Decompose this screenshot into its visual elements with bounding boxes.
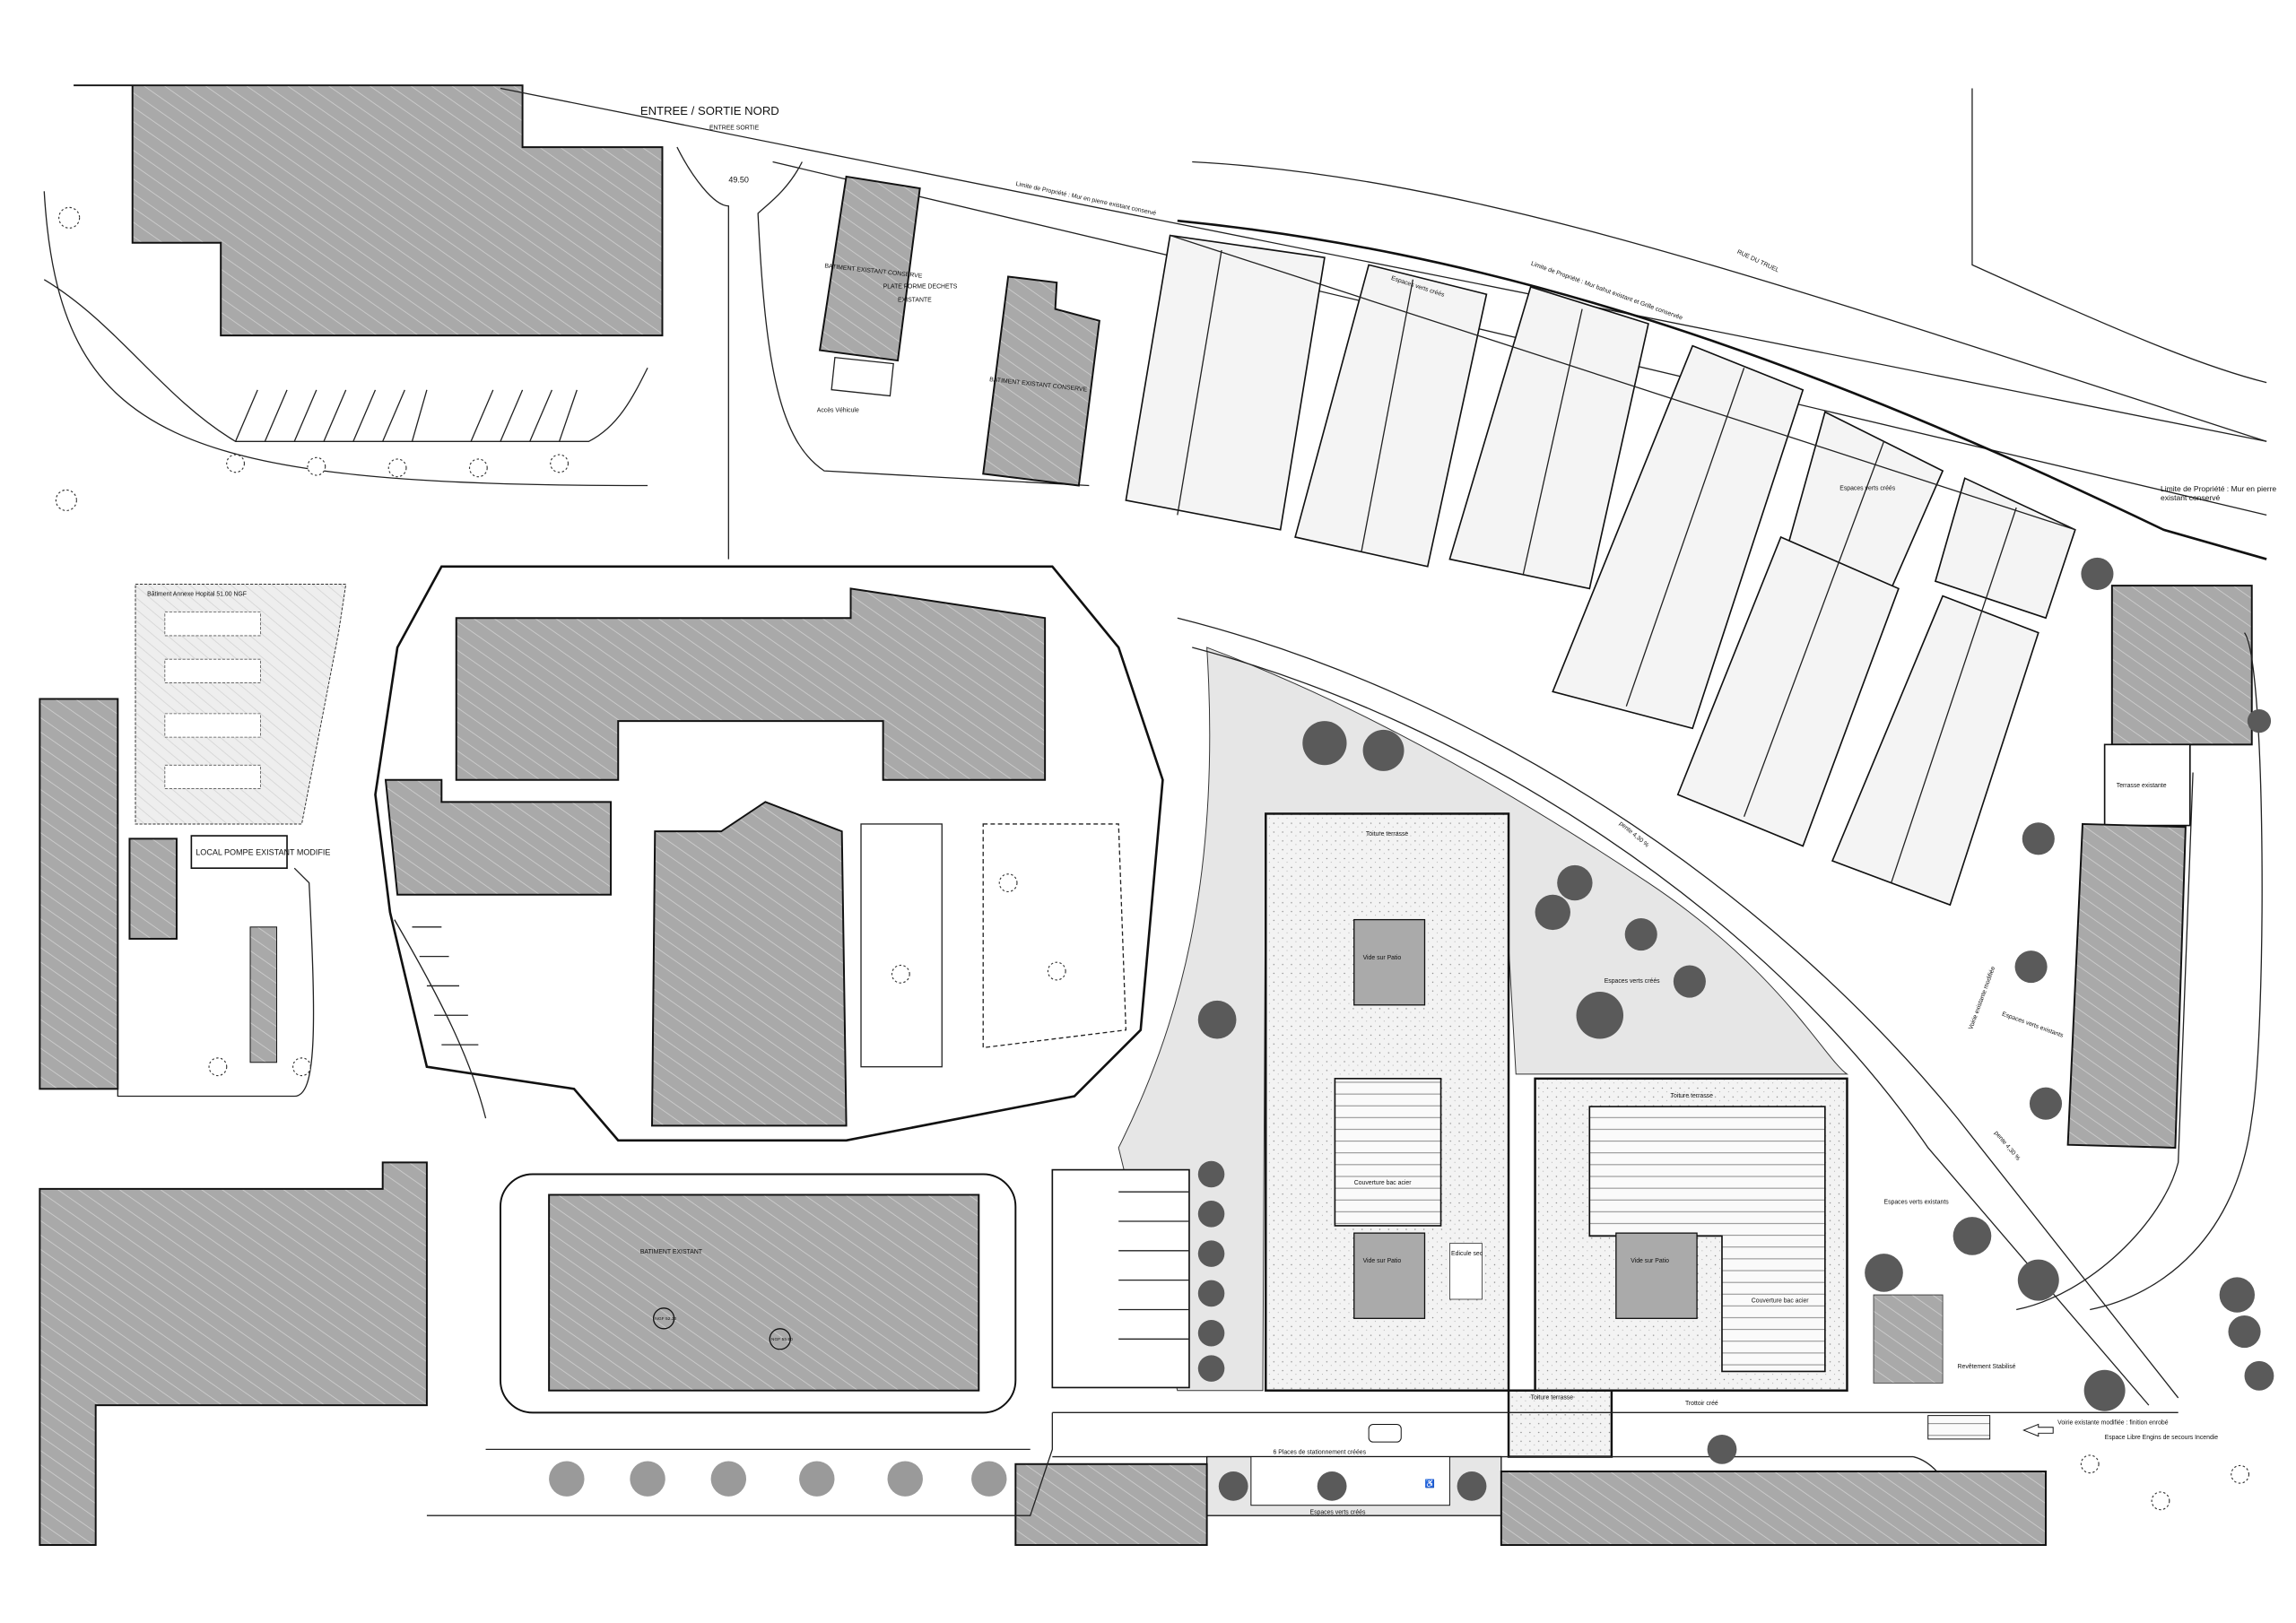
steel-roof-2: [1588, 1106, 1826, 1373]
label-road-modified-2: Voirie existante modifiée: [1968, 966, 1996, 1031]
row-house-3: [1448, 285, 1649, 590]
south-plaza-edge: [426, 1412, 1053, 1516]
label-waste-platform-2: EXISTANTE: [898, 297, 932, 303]
label-steel-roof-1: Couverture bac acier: [1354, 1180, 1413, 1186]
patio-void-3: [1615, 1232, 1698, 1319]
label-road-modified: Voirie existante modifiée : finition enr…: [2057, 1419, 2169, 1426]
label-stabilized: Revêtement Stabilisé: [1958, 1364, 2016, 1370]
parking-spaces: [1250, 1456, 1450, 1506]
existing-building-southwest: [39, 1161, 428, 1547]
label-patio-void-2: Vide sur Patio: [1363, 1258, 1402, 1264]
label-slope-2: pente 4,30 %: [1993, 1130, 2021, 1162]
row-houses: [1125, 234, 2076, 907]
svg-text:NGF 52.30: NGF 52.30: [655, 1316, 676, 1322]
bench: [1927, 1415, 1991, 1440]
label-property-limit-3: Limite de Propriété : Mur en pierre exis…: [2160, 485, 2277, 504]
label-entry-level: 49.50: [728, 175, 749, 184]
patio-void-1: [1353, 918, 1426, 1006]
label-roof-terrace-3: Toiture terrasse: [1531, 1395, 1574, 1402]
row-house-1: [1125, 234, 1326, 531]
ambulance: [1368, 1423, 1402, 1443]
existing-building-central-west: [384, 778, 613, 896]
patio-void-2: [1353, 1232, 1426, 1319]
existing-building-south-strip-2: [1500, 1470, 2047, 1547]
label-green-created-3: Espaces verts créés: [1605, 978, 1660, 985]
existing-building-south: [548, 1193, 980, 1392]
existing-building-west: [39, 698, 119, 1090]
existing-building-kept-1: [818, 175, 921, 362]
label-sidewalk: Trottoir créé: [1685, 1401, 1718, 1407]
green-space-created: [1118, 647, 1849, 1392]
existing-building-west-small: [128, 838, 178, 940]
courtyard-east: [860, 823, 943, 1068]
ngf-marker-2: NGF 55.90: [769, 1328, 793, 1350]
ramp: [249, 926, 278, 1063]
central-complex-outline: [374, 565, 1164, 1142]
label-street: RUE DU TRUEL: [1736, 249, 1780, 274]
stabilized-surface: [1873, 1294, 1944, 1384]
label-green-created-2: Espaces verts créés: [1839, 485, 1895, 491]
label-patio-void-1: Vide sur Patio: [1363, 955, 1402, 961]
label-property-limit-3-box: Limite de Propriété : Mur en pierre exis…: [2160, 485, 2277, 504]
pump-room: [190, 835, 288, 869]
existing-building-central-south: [650, 801, 848, 1127]
row-house-2: [1294, 264, 1488, 568]
label-entry-exit: ENTREE SORTIE: [709, 125, 760, 131]
existing-building-south-strip: [1014, 1462, 1208, 1547]
label-slope: pente 4,30 %: [1618, 820, 1650, 848]
existing-building-central-north: [455, 587, 1047, 781]
south-plaza-trees: [549, 1461, 1007, 1497]
accessible-parking-icon: ♿: [1425, 1478, 1435, 1488]
label-roof-terrace-1: Toiture terrasse: [1366, 831, 1409, 838]
label-free-space: Espace Libre Engins de secours Incendie: [2105, 1435, 2219, 1441]
garden-enclosure: [982, 823, 1127, 1049]
label-steel-roof-2: Couverture bac acier: [1752, 1298, 1810, 1304]
hospital-annex-plaza: [135, 583, 347, 825]
label-patio-void-3: Vide sur Patio: [1631, 1258, 1669, 1264]
label-north-entry: ENTREE / SORTIE NORD: [640, 104, 779, 117]
steel-roof-1: [1334, 1078, 1442, 1227]
parking-lot-south: [1051, 1168, 1190, 1389]
ngf-marker-1: NGF 52.30: [652, 1307, 677, 1330]
existing-terrace: [2103, 743, 2191, 827]
label-parking-created: 6 Places de stationnement créées: [1273, 1449, 1366, 1455]
skylight: [1448, 1243, 1483, 1300]
label-hatch-top: Bâtiment Annexe Hopital 51.00 NGF: [147, 592, 247, 598]
label-waste-platform: PLATE FORME DECHETS: [883, 284, 958, 291]
label-pump-room: LOCAL POMPE EXISTANT MODIFIE: [196, 847, 330, 856]
label-skylight: Edicule sec: [1451, 1251, 1483, 1257]
svg-text:NGF 55.90: NGF 55.90: [771, 1337, 793, 1342]
curved-road: [1177, 617, 2179, 1406]
west-road-edge: [117, 823, 315, 1098]
plaza-benches: [164, 612, 261, 789]
label-green-existing-1: Espaces verts existants: [2001, 1011, 2065, 1039]
label-vehicle-access: Accès Véhicule: [817, 407, 859, 413]
link-roof-terrace: [1507, 1389, 1613, 1458]
label-property-limit-1: Limite de Propriété : Mur en pierre exis…: [1015, 181, 1157, 217]
property-limit-wall: [1177, 219, 2267, 560]
parking-stalls-north: [43, 191, 648, 487]
existing-building-northwest: [74, 84, 664, 337]
parking-lines: [1118, 1191, 1189, 1340]
label-existing-building: BATIMENT EXISTANT: [640, 1249, 703, 1255]
existing-building-east: [2066, 822, 2187, 1149]
row-house-4: [1552, 344, 1805, 730]
existing-building-kept-2: [982, 275, 1100, 487]
label-roof-terrace-2: Toiture terrasse: [1671, 1093, 1714, 1099]
waste-container-area: [831, 356, 894, 397]
label-green-existing-2: Espaces verts existants: [1883, 1199, 1949, 1205]
trees: [55, 206, 2274, 1511]
label-existing-terrace: Terrasse existante: [2117, 783, 2167, 789]
row-house-7: [1934, 477, 2076, 620]
arrow-west-icon: [2022, 1423, 2054, 1437]
label-green-strip: Espaces verts créés: [1310, 1510, 1366, 1516]
row-house-6: [1676, 535, 1900, 847]
existing-building-east-north: [2110, 585, 2253, 746]
diagonal-parking-central: [394, 919, 487, 1119]
